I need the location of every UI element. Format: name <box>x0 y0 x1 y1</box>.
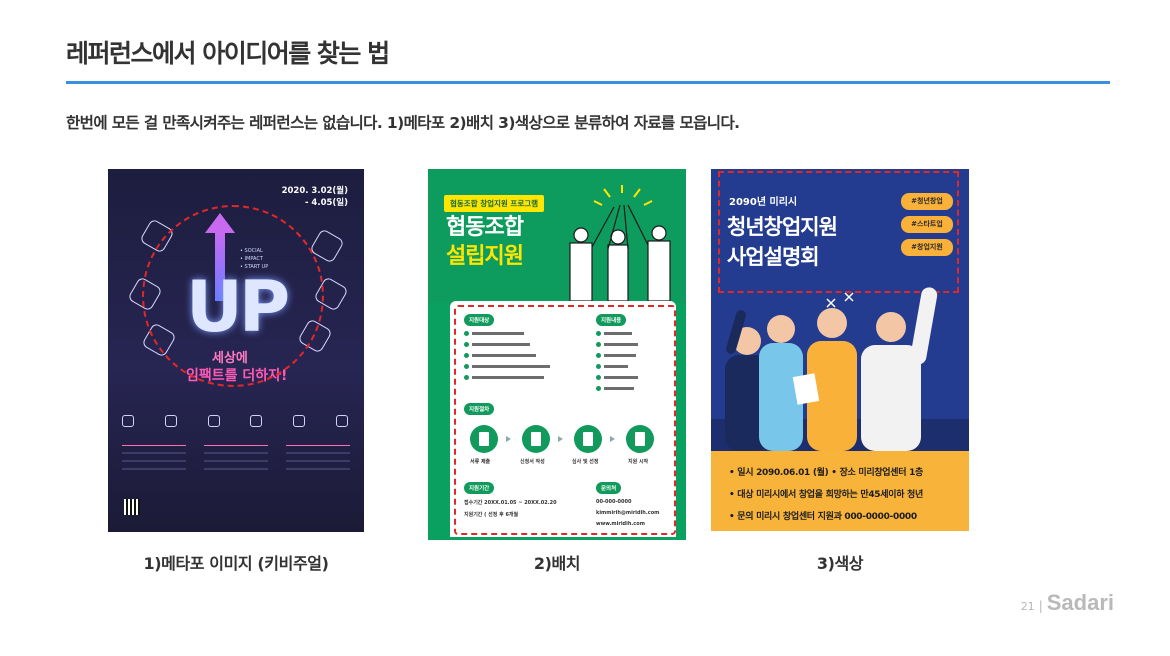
poster2-heading1: 협동조합 <box>446 215 524 240</box>
hashtag-2: #스타트업 <box>901 216 953 233</box>
start-icon <box>626 425 654 453</box>
hashtag-1: #청년창업 <box>901 193 953 210</box>
poster2-heading2: 설립지원 <box>446 244 524 269</box>
poster2-info-panel <box>450 301 676 537</box>
section-period-label: 지원기간 <box>464 482 495 494</box>
brand-logo: Sadari <box>1046 590 1114 615</box>
contact-email: kimmirih@miridih.com <box>596 510 660 516</box>
poster1-step-icons <box>122 415 348 439</box>
section-target-label: 지원대상 <box>464 314 495 326</box>
poster1-info-columns <box>122 445 350 489</box>
document-icon <box>470 425 498 453</box>
poster-color: 2090년 미리시 청년창업지원 사업설명회 #청년창업 #스타트업 #창업지원… <box>711 169 969 531</box>
caption-layout: 2)배치 <box>533 554 581 573</box>
poster3-title-line2: 사업설명회 <box>727 245 820 269</box>
process-step-4: 지원 시작 <box>628 459 649 465</box>
footer-separator: | <box>1038 599 1043 613</box>
slide-subtitle: 한번에 모든 걸 만족시켜주는 레퍼런스는 없습니다. 1)메타포 2)배치 3… <box>66 114 740 132</box>
section-content-label: 지원내용 <box>596 314 627 326</box>
form-icon <box>522 425 550 453</box>
period-text: 접수기간 20XX.01.05 ~ 20XX.02.20 <box>464 500 557 506</box>
poster3-row-contact: • 문의 미리시 창업센터 지원과 000-0000-0000 <box>729 512 917 522</box>
footer: 21 | Sadari <box>1021 590 1114 616</box>
poster3-year: 2090년 미리시 <box>729 197 798 208</box>
process-step-2: 신청서 작성 <box>520 459 545 465</box>
contact-phone: 00-000-0000 <box>596 499 632 505</box>
highlight-box <box>718 171 959 293</box>
poster-metaphor: 2020. 3.02(월) - 4.05(일) • SOCIAL • IMPAC… <box>108 169 364 532</box>
poster-layout: 협동조합 창업지원 프로그램 협동조합 설립지원 지원대상 지원내용 지원절차 … <box>428 169 686 540</box>
qr-code-icon <box>124 499 140 515</box>
highlight-circle <box>142 205 324 387</box>
review-icon <box>574 425 602 453</box>
poster3-row-target: • 대상 미리시에서 창업을 희망하는 만45세이하 청년 <box>729 490 923 500</box>
cheering-crowd-illustration <box>711 287 969 451</box>
page-number: 21 <box>1020 600 1035 613</box>
process-step-1: 서류 제출 <box>470 459 491 465</box>
poster3-info-band <box>711 451 969 531</box>
section-process-label: 지원절차 <box>464 403 495 415</box>
poster3-title-line1: 청년창업지원 <box>727 215 838 239</box>
contact-web: www.miridih.com <box>596 521 645 527</box>
period-sub: 지원기간 ( 선정 후 6개월 <box>464 512 519 518</box>
title-underline <box>66 81 1110 84</box>
section-contact-label: 문의처 <box>596 482 622 494</box>
slide-title: 레퍼런스에서 아이디어를 찾는 법 <box>66 39 390 68</box>
high-five-illustration <box>569 185 671 301</box>
poster1-date: 2020. 3.02(월) - 4.05(일) <box>281 186 348 208</box>
poster3-row-schedule: • 일시 2090.06.01 (월) • 장소 미리창업센터 1층 <box>729 468 924 478</box>
caption-metaphor: 1)메타포 이미지 (키비주얼) <box>143 554 329 573</box>
process-step-3: 심사 및 선정 <box>572 459 599 465</box>
highlight-box <box>454 305 676 535</box>
hashtag-3: #창업지원 <box>901 239 953 256</box>
poster2-tag: 협동조합 창업지원 프로그램 <box>444 195 545 212</box>
caption-color: 3)색상 <box>816 554 864 573</box>
